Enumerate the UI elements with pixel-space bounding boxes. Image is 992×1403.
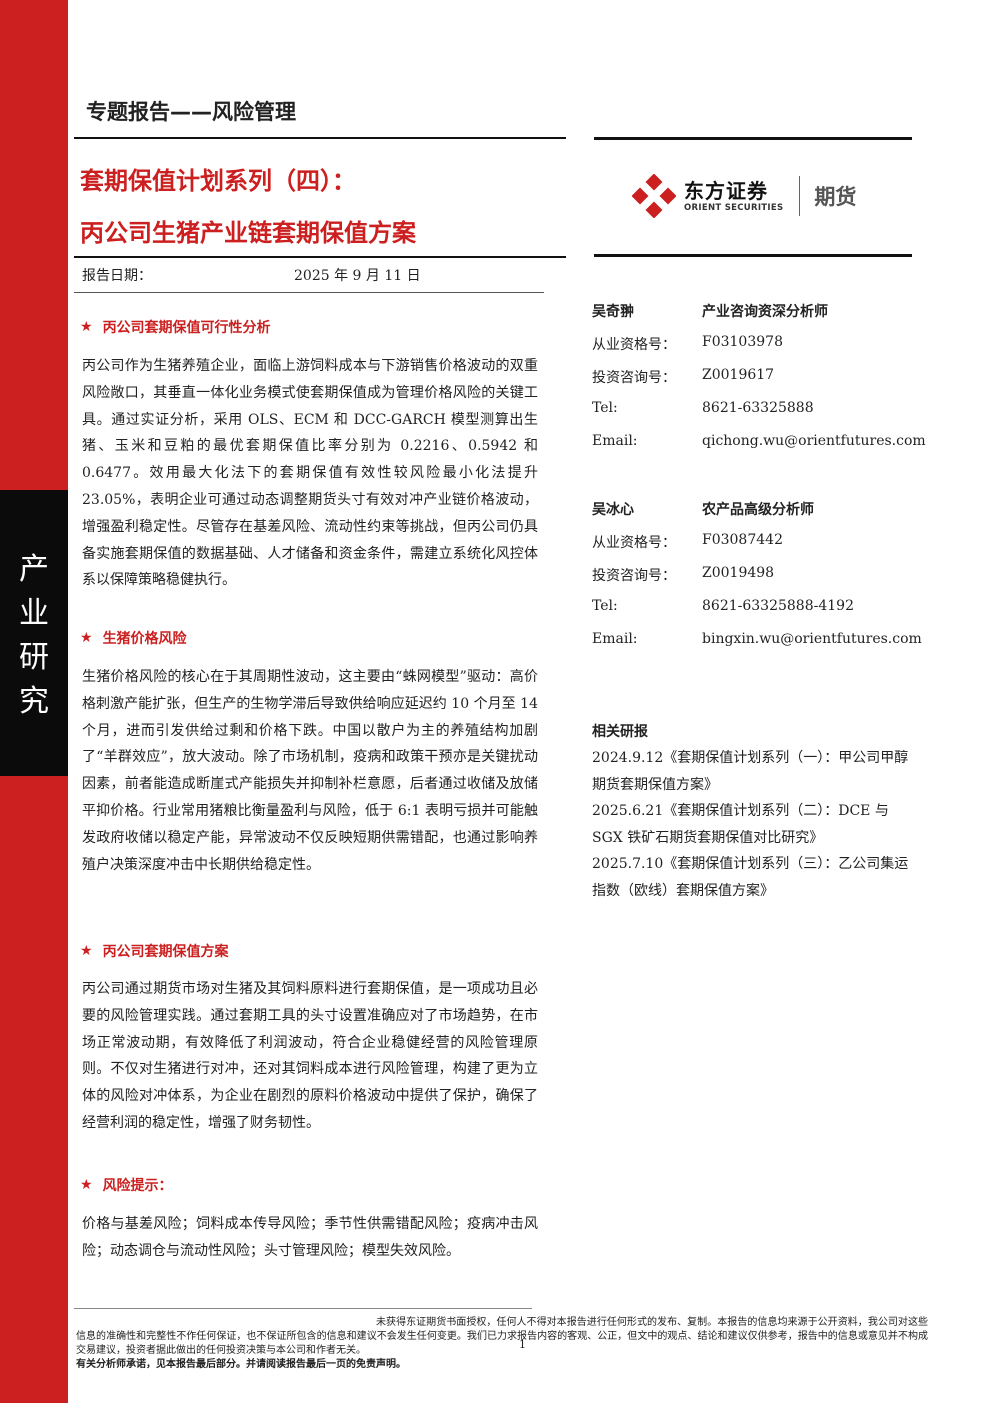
brand-futures: 期货: [814, 185, 857, 209]
report-date: 报告日期： 2025 年 9 月 11 日: [82, 265, 542, 293]
star-icon: ★: [80, 630, 93, 646]
analyst-card-1: 吴奇翀产业咨询资深分析师 从业资格号：F03103978 投资咨询号：Z0019…: [592, 301, 926, 466]
analyst-card-2: 吴冰心农产品高级分析师 从业资格号：F03087442 投资咨询号：Z00194…: [592, 499, 922, 664]
analyst-tel: 8621-63325888: [702, 400, 814, 416]
brand-name-cn: 东方证券: [684, 179, 768, 203]
page-title: 套期保值计划系列（四）： 丙公司生猪产业链套期保值方案: [80, 155, 416, 259]
page-number: 1: [519, 1338, 526, 1351]
report-date-label: 报告日期：: [82, 268, 152, 284]
title-rule: [74, 256, 566, 258]
star-icon: ★: [80, 319, 93, 335]
date-rule: [74, 292, 544, 293]
related-report-item[interactable]: 2024.9.12《套期保值计划系列（一）：甲公司甲醇期货套期保值方案》: [592, 750, 909, 793]
category-label: 产 业 研 究: [19, 552, 49, 719]
related-reports-list: 2024.9.12《套期保值计划系列（一）：甲公司甲醇期货套期保值方案》 202…: [592, 745, 912, 904]
left-accent-bar-top: [0, 0, 68, 490]
analyst-license: F03087442: [702, 532, 783, 548]
section-heading-hedging-plan: ★ 丙公司套期保值方案: [80, 943, 229, 960]
analyst-consult-no: Z0019498: [702, 565, 775, 581]
footer-rule: [74, 1308, 532, 1309]
left-category-band: [0, 490, 68, 776]
section-text-feasibility: 丙公司作为生猪养殖企业，面临上游饲料成本与下游销售价格波动的双重风险敞口，其垂直…: [82, 358, 538, 589]
analyst-name: 吴冰心: [592, 502, 634, 518]
orient-logo-icon: [632, 174, 676, 218]
logo-rule-top: [594, 137, 912, 140]
analyst-email[interactable]: qichong.wu@orientfutures.com: [702, 433, 926, 449]
section-heading-feasibility: ★ 丙公司套期保值可行性分析: [80, 319, 271, 336]
section-heading-risk-warning: ★ 风险提示：: [80, 1177, 173, 1194]
title-line-2: 丙公司生猪产业链套期保值方案: [80, 219, 416, 247]
report-date-value: 2025 年 9 月 11 日: [294, 268, 421, 284]
section-text-price-risk: 生猪价格风险的核心在于其周期性波动，这主要由“蛛网模型”驱动：高价格刺激产能扩张…: [82, 669, 538, 873]
brand-name-en: ORIENT SECURITIES: [684, 203, 784, 213]
analyst-title: 产业咨询资深分析师: [702, 304, 828, 320]
analyst-title: 农产品高级分析师: [702, 502, 814, 518]
doc-type: 专题报告——风险管理: [86, 100, 296, 124]
header-rule: [74, 137, 566, 139]
disclaimer: 未获得东证期货书面授权，任何人不得对本报告进行任何形式的发布、复制。本报告的信息…: [76, 1316, 928, 1372]
analyst-tel: 8621-63325888-4192: [702, 598, 854, 614]
analyst-license: F03103978: [702, 334, 783, 350]
related-report-item[interactable]: 2025.7.10《套期保值计划系列（三）：乙公司集运指数（欧线）套期保值方案》: [592, 856, 909, 899]
analyst-name: 吴奇翀: [592, 304, 634, 320]
related-reports-heading: 相关研报: [592, 724, 648, 740]
analyst-consult-no: Z0019617: [702, 367, 775, 383]
section-text-hedging-plan: 丙公司通过期货市场对生猪及其饲料原料进行套期保值，是一项成功且必要的风险管理实践…: [82, 981, 538, 1131]
logo-rule-bottom: [594, 254, 912, 257]
brand-logo: 东方证券 ORIENT SECURITIES 期货: [632, 174, 856, 218]
section-text-risk-warning: 价格与基差风险；饲料成本传导风险；季节性供需错配风险；疫病冲击风险；动态调仓与流…: [82, 1216, 538, 1259]
logo-divider: [799, 176, 801, 216]
star-icon: ★: [80, 943, 93, 959]
section-heading-price-risk: ★ 生猪价格风险: [80, 630, 187, 647]
analyst-email[interactable]: bingxin.wu@orientfutures.com: [702, 631, 922, 647]
star-icon: ★: [80, 1177, 93, 1193]
analyst-notice: 有关分析师承诺，见本报告最后部分。并请阅读报告最后一页的免责声明。: [76, 1359, 406, 1370]
left-accent-bar-bottom: [0, 776, 68, 1403]
title-line-1: 套期保值计划系列（四）：: [80, 167, 356, 195]
related-report-item[interactable]: 2025.6.21《套期保值计划系列（二）：DCE 与 SGX 铁矿石期货套期保…: [592, 803, 889, 846]
disclaimer-text: 未获得东证期货书面授权，任何人不得对本报告进行任何形式的发布、复制。本报告的信息…: [76, 1317, 928, 1356]
